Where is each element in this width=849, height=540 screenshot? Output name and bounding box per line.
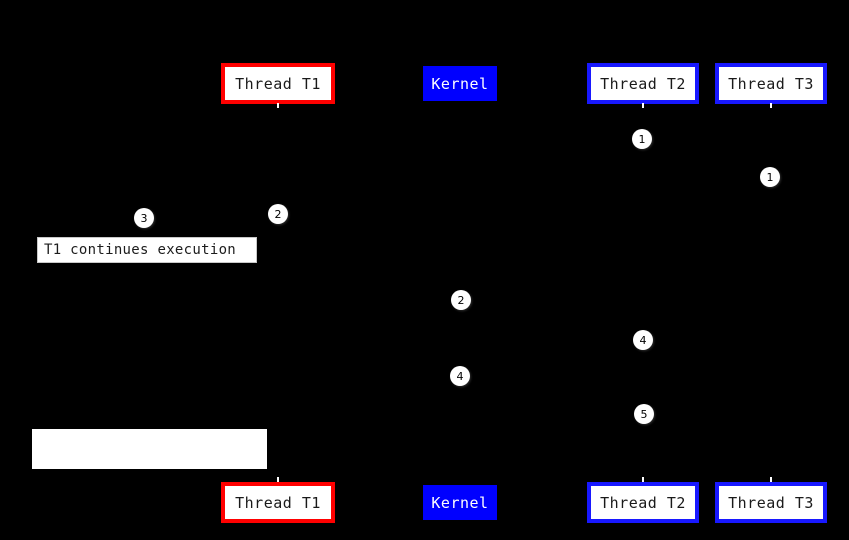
participant-thread-t2-top[interactable]: Thread T2 (587, 63, 699, 104)
badge-t2-1: 1 (632, 129, 652, 149)
participant-thread-t3-top[interactable]: Thread T3 (715, 63, 827, 104)
badge-kernel-2: 2 (451, 290, 471, 310)
participant-label: Thread T1 (235, 74, 321, 93)
participant-label: Thread T3 (728, 74, 814, 93)
participant-thread-t2-bottom[interactable]: Thread T2 (587, 482, 699, 523)
stem-thread-t1-bottom (277, 477, 279, 482)
participant-thread-t3-bottom[interactable]: Thread T3 (715, 482, 827, 523)
note-text: T1 continues execution (44, 242, 237, 258)
stem-thread-t2-bottom (642, 477, 644, 482)
participant-label: Thread T2 (600, 74, 686, 93)
stem-thread-t1-top (277, 103, 279, 108)
participant-label: Kernel (431, 493, 489, 512)
participant-kernel-bottom[interactable]: Kernel (423, 485, 497, 520)
participant-thread-t1-top[interactable]: Thread T1 (221, 63, 335, 104)
badge-t2-5: 5 (634, 404, 654, 424)
stem-thread-t2-top (642, 103, 644, 108)
participant-label: Thread T2 (600, 493, 686, 512)
participant-label: Kernel (431, 74, 489, 93)
participant-kernel-top[interactable]: Kernel (423, 66, 497, 101)
note-t1-continues: T1 continues execution (37, 237, 257, 263)
badge-t3-1: 1 (760, 167, 780, 187)
badge-t1-2: 2 (268, 204, 288, 224)
blank-note-box (32, 429, 267, 469)
badge-t1-3: 3 (134, 208, 154, 228)
participant-thread-t1-bottom[interactable]: Thread T1 (221, 482, 335, 523)
badge-kernel-4: 4 (450, 366, 470, 386)
participant-label: Thread T3 (728, 493, 814, 512)
badge-t2-4: 4 (633, 330, 653, 350)
stem-thread-t3-bottom (770, 477, 772, 482)
participant-label: Thread T1 (235, 493, 321, 512)
stem-thread-t3-top (770, 103, 772, 108)
